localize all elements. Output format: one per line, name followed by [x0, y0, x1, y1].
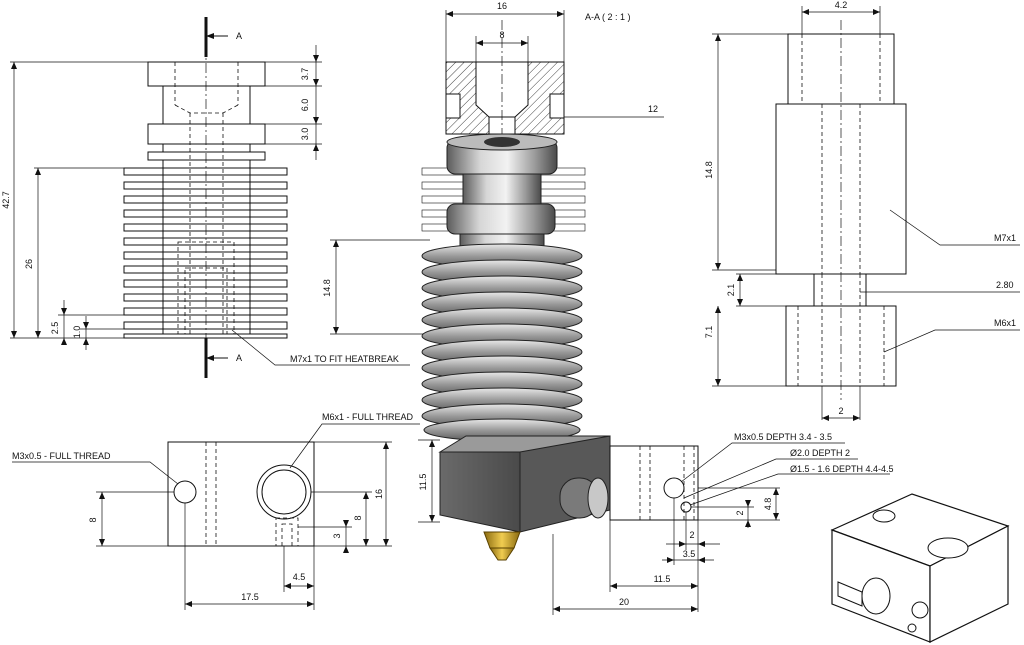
callout-side-d15: Ø1.5 - 1.6 DEPTH 4.4-4.5 [790, 464, 894, 474]
dim-3-0: 3.0 [300, 128, 310, 141]
dim-side-3-5: 3.5 [683, 549, 696, 559]
dim-side-11-5: 11.5 [654, 574, 671, 584]
dim-block-3: 3 [332, 533, 342, 538]
dim-block-4-5: 4.5 [293, 572, 306, 582]
assembly-fins [421, 233, 583, 445]
dim-block-8-right: 8 [353, 515, 363, 520]
dim-heatbreak-4-2: 4.2 [835, 0, 848, 10]
dim-assembly-11-5: 11.5 [418, 474, 428, 491]
callout-heatsink-thread: M7x1 TO FIT HEATBREAK [290, 354, 399, 364]
section-marker-bottom: A [236, 353, 242, 363]
dim-42-7: 42.7 [1, 191, 11, 209]
callout-heatbreak-m6: M6x1 [994, 318, 1016, 328]
dim-block-17-5: 17.5 [241, 592, 259, 602]
section-marker-top: A [236, 31, 242, 41]
dim-section-12: 12 [648, 104, 658, 114]
dim-6-0: 6.0 [300, 99, 310, 112]
dim-side-20: 20 [619, 597, 629, 607]
heater-block-front-view: 8 16 8 3 4.5 17.5 M6x1 - FULL THREAD M3x… [12, 412, 420, 610]
dim-section-16: 16 [497, 1, 507, 11]
callout-block-m3: M3x0.5 - FULL THREAD [12, 451, 111, 461]
dim-block-8-left: 8 [88, 517, 98, 522]
hotend-assembly-render: 14.8 [322, 133, 611, 561]
heatbreak-view: 4.2 14.8 2.1 7.1 2 M7x1 2.80 M6x1 [704, 0, 1020, 421]
dim-heatbreak-14-8: 14.8 [704, 161, 714, 179]
dim-26: 26 [24, 259, 34, 269]
heatsink-front-view: A A 3.7 6.0 3.0 42.7 26 2.5 [1, 17, 410, 378]
dim-side-2-vert: 2 [735, 510, 745, 515]
dim-assembly-14-8: 14.8 [322, 279, 332, 297]
dim-side-4-8: 4.8 [763, 498, 773, 511]
callout-side-d2: Ø2.0 DEPTH 2 [790, 448, 850, 458]
heater-block-isometric [830, 493, 1010, 643]
callout-side-m3: M3x0.5 DEPTH 3.4 - 3.5 [734, 432, 832, 442]
callout-heatbreak-280: 2.80 [996, 280, 1014, 290]
section-view-a-a: 16 8 A-A ( 2 : 1 ) 12 [445, 1, 664, 140]
heater-block-side-view: 4.8 2 2 3.5 11.5 20 M3x0.5 DEPTH 3.4 - 3… [552, 432, 894, 615]
dim-3-7: 3.7 [300, 68, 310, 81]
dim-2-5: 2.5 [50, 322, 60, 335]
dim-heatbreak-7-1: 7.1 [704, 326, 714, 339]
heatsink-fins [123, 167, 288, 339]
callout-block-m6: M6x1 - FULL THREAD [322, 412, 414, 422]
dim-heatbreak-2-1: 2.1 [726, 284, 736, 297]
section-label: A-A ( 2 : 1 ) [585, 12, 631, 22]
callout-heatbreak-m7: M7x1 [994, 233, 1016, 243]
dim-side-2-horiz: 2 [689, 530, 694, 540]
dim-1-0: 1.0 [72, 326, 82, 339]
dim-block-16: 16 [374, 489, 384, 499]
dim-heatbreak-2: 2 [838, 406, 843, 416]
dim-section-8: 8 [499, 30, 504, 40]
